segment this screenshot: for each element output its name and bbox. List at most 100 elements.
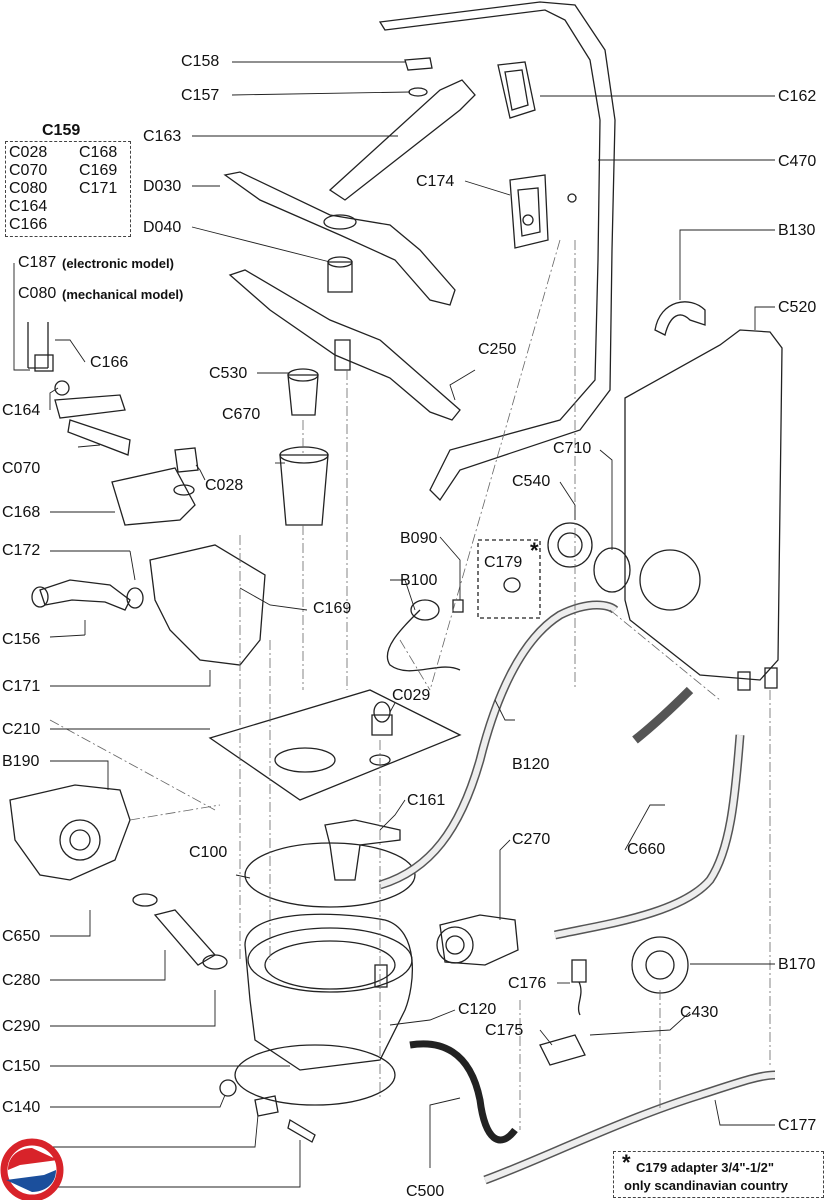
label-c290: C290 xyxy=(2,1018,41,1035)
label-c150: C150 xyxy=(2,1058,41,1075)
label-b120: B120 xyxy=(512,756,550,773)
heater-c070 xyxy=(54,394,131,456)
label-c140: C140 xyxy=(2,1099,41,1116)
connector-c176 xyxy=(571,959,587,983)
sump-c150 xyxy=(244,913,413,1071)
label-c470: C470 xyxy=(778,153,817,170)
label-c156: C156 xyxy=(2,631,41,648)
harness-b100 xyxy=(386,609,461,672)
part-c029 xyxy=(371,714,393,736)
spray-arm-d030 xyxy=(223,171,456,306)
housing-c171 xyxy=(149,544,266,666)
label-c168: C168 xyxy=(2,504,41,521)
hose-c156 xyxy=(39,579,131,611)
label-c164: C164 xyxy=(2,402,41,419)
part-c187 xyxy=(27,322,49,369)
footnote-asterisk: * xyxy=(622,1150,631,1175)
tank-c520 xyxy=(624,329,783,681)
pump-b190 xyxy=(9,784,131,881)
label-c500: C500 xyxy=(406,1183,445,1200)
ring-c140 xyxy=(234,1044,396,1106)
label-c270: C270 xyxy=(512,831,551,848)
brand-logo xyxy=(0,1138,64,1200)
label-c650: C650 xyxy=(2,928,41,945)
label-c070: C070 xyxy=(2,460,41,477)
label-b100: B100 xyxy=(400,572,438,589)
kit-item: C169 xyxy=(79,162,118,179)
switch-b170 xyxy=(631,936,689,994)
label-c161: C161 xyxy=(407,792,446,809)
label-c187: C187 xyxy=(18,254,57,271)
cover-c210 xyxy=(208,689,462,801)
footnote-line-1: C179 adapter 3/4"-1/2" xyxy=(636,1160,775,1175)
label-c710: C710 xyxy=(553,440,592,457)
model-note-mechanical: (mechanical model) xyxy=(62,287,184,302)
footnote-box: * C179 adapter 3/4"-1/2" only scandinavi… xyxy=(613,1150,824,1198)
cover-c168 xyxy=(111,467,196,526)
valve-c175 xyxy=(539,1034,586,1066)
supply-pipe xyxy=(378,1,616,502)
hose-c660 xyxy=(554,734,745,940)
label-c540: C540 xyxy=(512,473,551,490)
label-b090: B090 xyxy=(400,530,438,547)
footnote-line-2: only scandinavian country xyxy=(624,1178,788,1193)
label-c100: C100 xyxy=(189,844,228,861)
spray-arm-c250 xyxy=(228,269,461,421)
filter-c530 xyxy=(287,374,319,416)
part-c158 xyxy=(404,57,433,71)
label-b190: B190 xyxy=(2,753,40,770)
filter-c670 xyxy=(279,454,329,526)
bracket-c174 xyxy=(509,174,549,249)
label-c280: C280 xyxy=(2,972,41,989)
kit-item: C028 xyxy=(9,144,48,161)
kit-item: C070 xyxy=(9,162,48,179)
label-c179: C179 xyxy=(484,554,523,571)
label-c172: C172 xyxy=(2,542,41,559)
label-c430: C430 xyxy=(680,1004,719,1021)
kit-item: C164 xyxy=(9,198,48,215)
part-b130 xyxy=(654,301,706,336)
kit-item: C166 xyxy=(9,216,48,233)
kit-item: C168 xyxy=(79,144,118,161)
label-c169: C169 xyxy=(313,600,352,617)
drain-pump-c270 xyxy=(439,914,519,966)
label-c080: C080 xyxy=(18,285,57,302)
label-c162: C162 xyxy=(778,88,817,105)
asterisk-marker: * xyxy=(530,538,539,563)
part-c540 xyxy=(547,522,593,568)
part-c161 xyxy=(324,819,401,881)
label-d040: D040 xyxy=(143,219,182,236)
label-c029: C029 xyxy=(392,687,431,704)
label-c174: C174 xyxy=(416,173,455,190)
hose-upper xyxy=(632,686,694,744)
label-c175: C175 xyxy=(485,1022,524,1039)
label-c120: C120 xyxy=(458,1001,497,1018)
label-c177: C177 xyxy=(778,1117,817,1134)
label-c520: C520 xyxy=(778,299,817,316)
label-c530: C530 xyxy=(209,365,248,382)
model-note-electronic: (electronic model) xyxy=(62,256,174,271)
kit-box xyxy=(5,141,131,237)
label-c158: C158 xyxy=(181,53,220,70)
label-c166: C166 xyxy=(90,354,129,371)
label-c210: C210 xyxy=(2,721,41,738)
label-c171: C171 xyxy=(2,678,41,695)
adapter-box-c179 xyxy=(477,539,541,619)
nozzle-c162 xyxy=(497,61,536,119)
kit-item: C171 xyxy=(79,180,118,197)
label-d030: D030 xyxy=(143,178,182,195)
label-c028: C028 xyxy=(205,477,244,494)
label-c670: C670 xyxy=(222,406,261,423)
ring-c100 xyxy=(244,842,416,908)
label-c250: C250 xyxy=(478,341,517,358)
label-b130: B130 xyxy=(778,222,816,239)
kit-item: C080 xyxy=(9,180,48,197)
label-c163: C163 xyxy=(143,128,182,145)
part-d040 xyxy=(327,261,353,293)
hose-b120 xyxy=(378,600,619,890)
label-c176: C176 xyxy=(508,975,547,992)
label-b170: B170 xyxy=(778,956,816,973)
kit-title: C159 xyxy=(42,122,81,139)
spray-arm-upper xyxy=(328,79,476,201)
